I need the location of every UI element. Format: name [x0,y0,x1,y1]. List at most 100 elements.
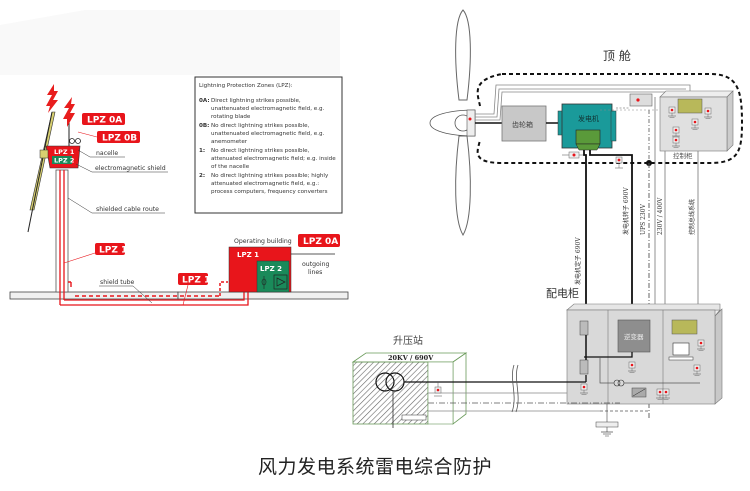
surge-arrester-icon [261,278,267,286]
inverter-label: 逆变器 [624,332,644,341]
legend-description: process computers, frequency converters [211,189,328,195]
surge-protector-icon [662,388,670,400]
pointer-line [182,284,189,306]
pointer-line [63,252,96,264]
legend-description: unattenuated electromagnetic field, e.g. [211,131,325,137]
surge-protector-icon [693,364,701,376]
terminal-box-base [575,143,601,151]
breaker [579,320,589,336]
surge-protector-icon [580,383,588,395]
rectifier-diagonal [632,388,646,397]
rotor-blade-top [455,9,471,101]
legend-description: No direct lightning strikes possible, [211,148,310,154]
lpz-2-nacelle-label: LPZ 2 [54,157,74,165]
legend-description: attenuated electromagnetic field; e.g. i… [211,156,336,162]
background-band [0,10,340,75]
anemometer [69,138,75,144]
signal-line [475,88,686,118]
wind-turbine-protection-diagram: 顶 舱 齿轮箱 发电机 [351,9,744,437]
pointer-line [77,131,98,138]
lpz-1-nacelle-label: LPZ 1 [54,148,75,156]
underground-cable [64,292,245,301]
generator-terminal-box [575,129,601,145]
transformer-rating: 20KV / 690V [388,354,434,362]
anemometer [75,138,81,144]
surge-protector-icon [615,156,623,169]
surge-protector-icon [628,361,636,373]
converter-symbol-icon [276,277,286,287]
legend-title: Lightning Protection Zones (LPZ): [199,83,293,89]
leader-line [132,285,153,304]
gearbox [501,105,547,142]
lpz-1-cable-badge [178,273,208,285]
spd-indicator [468,117,472,121]
legend-description: unattenuated electromagnetic field, e.g. [211,106,325,112]
figure-caption: 风力发电系统雷电综合防护 [257,456,492,478]
ground-bar [595,421,619,437]
break-mark [515,364,519,413]
nacelle-spd-box [629,93,653,107]
cabinet-wire [584,352,633,358]
shield-tube-annotation: shield tube [100,279,135,286]
legend-description: rotating blade [211,114,251,120]
lpz-0a-badge [82,113,125,125]
surge-protector-icon [691,118,699,130]
nacelle-title: 顶 舱 [603,49,631,63]
lpz-1-tower-label: LPZ 1 [99,246,127,256]
lightning-bolt-icon [63,97,75,127]
controller-display [677,98,703,114]
legend-description: Direct lightning strikes possible, [211,98,301,104]
aux-line-label: 230V / 400V [657,197,664,235]
substation-box: 20KV / 690V [351,352,468,428]
surge-protector-icon [562,151,586,159]
shielded-cable-annotation: shielded cable route [96,206,159,213]
operating-building-label: Operating building [234,238,292,245]
lpz-1-cable-label: LPZ 1 [182,276,210,286]
switch-cabinet-label: 配电柜 [546,287,579,300]
lpz-0a-top-label: LPZ 0A [87,116,122,126]
breaker [579,359,589,375]
hub [39,149,49,159]
surge-protector-icon [672,136,680,148]
lpz-2-building-zone [256,260,290,293]
legend-description: No direct lightning strikes possible; hi… [211,173,329,179]
surge-protector-icon [697,339,705,351]
cabinet-wire [599,357,614,384]
surge-protector-icon [672,126,680,138]
transformer-icon [375,372,395,392]
surge-protector-icon [704,107,712,119]
lpz-0b-label: LPZ 0B [102,134,137,144]
lpz-1-nacelle-badge [52,148,72,155]
legend-key: 0A: [199,98,210,104]
controller-label: 控制柜 [673,151,693,160]
legend-key: 0B: [199,123,209,129]
computer-icon [672,342,690,356]
bus-line-label: 控制总线系统 [688,199,696,235]
generator-flange [610,110,617,142]
legend-description: No direct lightning strikes possible, [211,123,310,129]
rotor-line-label: 发电机转子 690V [622,187,630,235]
rotor-blade-bottom [455,135,471,236]
underground-cable [60,292,249,306]
generator-label: 发电机 [578,114,599,123]
bonding-mark [68,281,72,287]
legend-description: attenuated electromagnetic field, e.g.: [211,181,319,187]
gearbox-label: 齿轮箱 [512,120,533,129]
lpz-0a-building-label: LPZ 0A [303,237,338,247]
break-mark [511,364,515,413]
lpz-2-nacelle-badge [52,156,72,164]
lpz-2-building-label: LPZ 2 [260,265,282,273]
blade-edge [27,111,53,233]
converter-box [273,274,288,290]
legend-description: anemometer [211,139,248,145]
lpz-1-tower-badge [95,243,125,255]
outgoing-label: outgoing [302,261,329,268]
surge-protector-icon [434,382,442,397]
tower [55,169,69,293]
signal-line [475,91,682,121]
lpz-1-building-label: LPZ 1 [237,251,259,259]
rotor-cable [589,150,633,318]
inverter [617,319,651,353]
lpz-legend: Lightning Protection Zones (LPZ): 0A:Dir… [194,76,343,214]
